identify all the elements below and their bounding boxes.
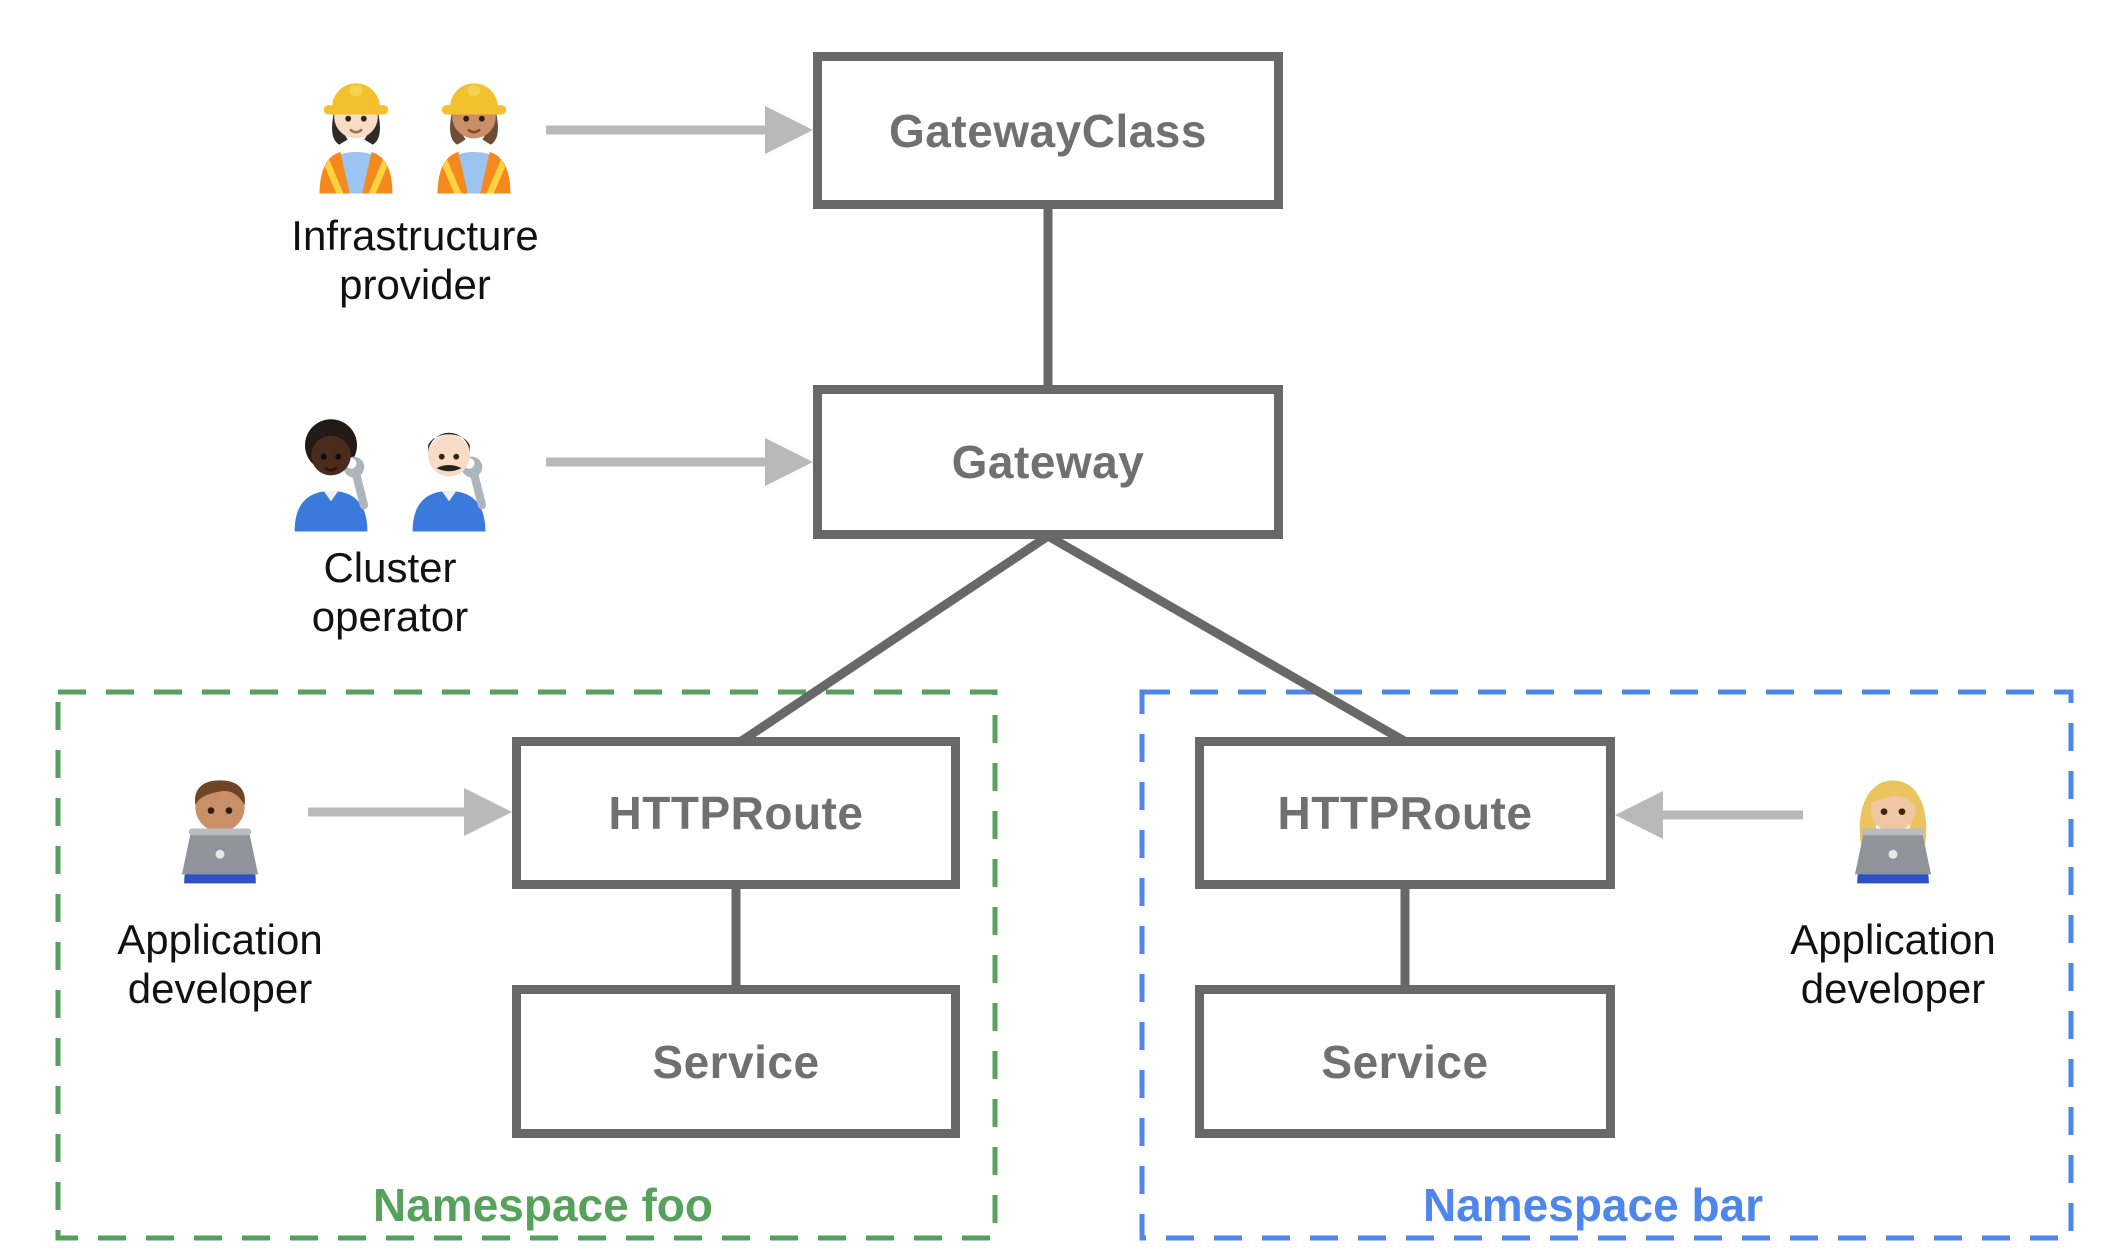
node-service-foo: Service <box>512 985 960 1138</box>
man-technologist-icon <box>181 780 259 884</box>
application-developer-foo-label: Application developer <box>117 916 323 1012</box>
infrastructure-provider-label: Infrastructure provider <box>291 212 539 308</box>
application-developer-foo-icons <box>164 750 276 898</box>
namespace-bar-label: Namespace bar <box>1422 1179 1764 1231</box>
edge-gateway-httproute-bar <box>1045 532 1409 746</box>
cluster-operator-label: Cluster operator <box>311 544 469 640</box>
woman-construction-worker-medium-icon <box>437 83 511 194</box>
persona-application-developer-foo: Application developer <box>20 750 420 1013</box>
infrastructure-provider-icons <box>304 58 526 196</box>
cluster-operator-icons <box>279 396 501 534</box>
persona-infrastructure-provider: Infrastructure provider <box>185 58 645 309</box>
namespace-bar-box <box>1139 689 2074 1241</box>
persona-cluster-operator: Cluster operator <box>160 396 620 641</box>
woman-technologist-icon <box>1854 780 1932 884</box>
mechanic-dark-icon <box>294 419 369 532</box>
woman-construction-worker-light-icon <box>319 83 393 194</box>
arrow-dev-to-httproute-foo <box>308 788 512 836</box>
node-httproute-bar: HTTPRoute <box>1195 737 1615 889</box>
node-gatewayclass: GatewayClass <box>813 52 1283 209</box>
node-service-bar: Service <box>1195 985 1615 1138</box>
node-httproute-foo: HTTPRoute <box>512 737 960 889</box>
arrow-infra-to-gatewayclass <box>546 106 813 154</box>
persona-application-developer-bar: Application developer <box>1693 750 2093 1013</box>
namespace-foo-label: Namespace foo <box>372 1179 713 1231</box>
arrow-cluster-to-gateway <box>546 438 813 486</box>
application-developer-bar-icons <box>1837 750 1949 898</box>
edge-gateway-httproute-foo <box>737 532 1051 746</box>
node-gateway: Gateway <box>813 385 1283 539</box>
arrow-dev-to-httproute-bar <box>1615 791 1803 839</box>
man-mechanic-light-icon <box>412 432 487 532</box>
application-developer-bar-label: Application developer <box>1790 916 1996 1012</box>
namespace-foo-box <box>55 689 998 1241</box>
